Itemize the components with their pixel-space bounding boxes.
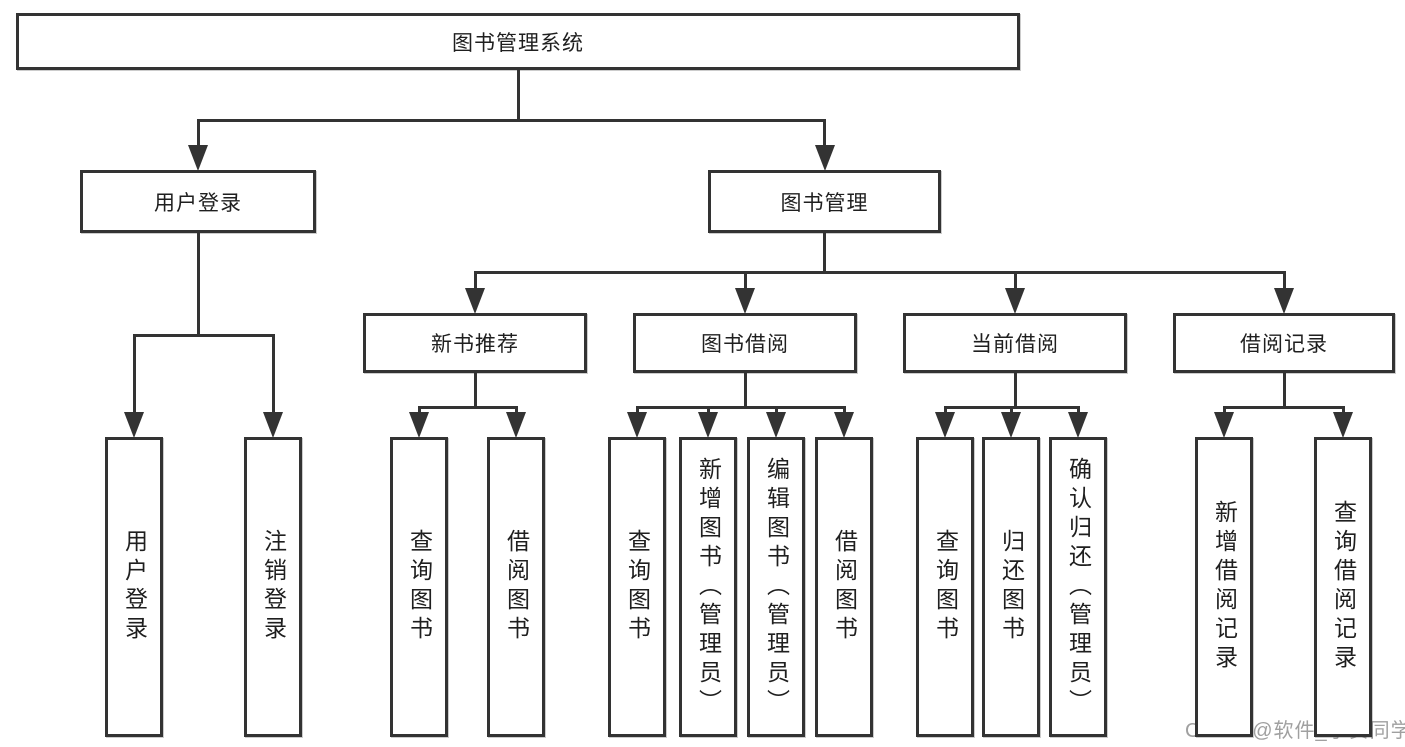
connector-vertical-line bbox=[1009, 407, 1013, 415]
connector-vertical-line bbox=[473, 272, 477, 291]
connector-horizontal-line bbox=[196, 118, 826, 122]
node-leaf-query-book-3: 查询图书 bbox=[916, 437, 974, 737]
connector-vertical-line bbox=[196, 120, 200, 148]
node-label-leaf-user-login: 用户登录 bbox=[121, 529, 148, 645]
node-label-new-book-rec: 新书推荐 bbox=[431, 333, 519, 356]
connector-vertical-line bbox=[635, 407, 639, 415]
node-leaf-borrow-book-1: 借阅图书 bbox=[487, 437, 545, 737]
node-label-book-mgmt: 图书管理 bbox=[780, 191, 869, 215]
arrowhead-down-icon bbox=[698, 412, 718, 438]
node-label-leaf-borrow-book-1: 借阅图书 bbox=[503, 529, 530, 645]
node-label-leaf-query-record: 查询借阅记录 bbox=[1330, 500, 1357, 674]
node-label-root: 图书管理系统 bbox=[452, 31, 584, 55]
arrowhead-down-icon bbox=[1001, 412, 1021, 438]
connector-horizontal-line bbox=[473, 270, 1286, 274]
arrowhead-down-icon bbox=[1214, 412, 1234, 438]
arrowhead-down-icon bbox=[263, 412, 283, 438]
connector-horizontal-line bbox=[417, 405, 518, 409]
arrowhead-down-icon bbox=[188, 145, 208, 171]
connector-vertical-line bbox=[1282, 373, 1286, 407]
connector-vertical-line bbox=[196, 233, 200, 335]
node-label-user-login: 用户登录 bbox=[154, 191, 242, 215]
node-label-leaf-query-book-1: 查询图书 bbox=[406, 529, 433, 645]
connector-vertical-line bbox=[514, 407, 518, 415]
node-book-mgmt: 图书管理 bbox=[708, 170, 941, 233]
node-root: 图书管理系统 bbox=[16, 13, 1020, 70]
connector-vertical-line bbox=[473, 373, 477, 407]
arrowhead-down-icon bbox=[834, 412, 854, 438]
connector-vertical-line bbox=[774, 407, 778, 415]
node-current-borrow: 当前借阅 bbox=[903, 313, 1127, 373]
arrowhead-down-icon bbox=[465, 288, 485, 314]
node-label-leaf-query-book-3: 查询图书 bbox=[932, 529, 959, 645]
node-new-book-rec: 新书推荐 bbox=[363, 313, 587, 373]
node-leaf-edit-book: 编辑图书（管理员） bbox=[747, 437, 805, 737]
node-user-login: 用户登录 bbox=[80, 170, 316, 233]
node-leaf-user-login: 用户登录 bbox=[105, 437, 163, 737]
arrowhead-down-icon bbox=[814, 145, 835, 171]
connector-horizontal-line bbox=[132, 333, 275, 337]
arrowhead-down-icon bbox=[766, 412, 786, 438]
node-label-leaf-add-record: 新增借阅记录 bbox=[1211, 500, 1238, 674]
connector-vertical-line bbox=[417, 407, 421, 415]
arrowhead-down-icon bbox=[627, 412, 647, 438]
node-leaf-confirm-return: 确认归还（管理员） bbox=[1049, 437, 1107, 737]
connector-vertical-line bbox=[1013, 272, 1017, 291]
node-leaf-borrow-book-2: 借阅图书 bbox=[815, 437, 873, 737]
connector-vertical-line bbox=[1076, 407, 1080, 415]
connector-vertical-line bbox=[943, 407, 947, 415]
node-label-leaf-borrow-book-2: 借阅图书 bbox=[831, 529, 858, 645]
node-leaf-add-record: 新增借阅记录 bbox=[1195, 437, 1253, 737]
arrowhead-down-icon bbox=[1068, 412, 1088, 438]
arrowhead-down-icon bbox=[409, 412, 429, 438]
connector-vertical-line bbox=[743, 272, 747, 291]
connector-vertical-line bbox=[706, 407, 710, 415]
node-label-borrow-record: 借阅记录 bbox=[1240, 333, 1328, 356]
arrowhead-down-icon bbox=[124, 412, 144, 438]
node-book-borrow: 图书借阅 bbox=[633, 313, 857, 373]
node-label-book-borrow: 图书借阅 bbox=[701, 333, 789, 356]
node-leaf-query-record: 查询借阅记录 bbox=[1314, 437, 1372, 737]
connector-vertical-line bbox=[1341, 407, 1345, 415]
arrowhead-down-icon bbox=[935, 412, 955, 438]
connector-vertical-line bbox=[823, 233, 826, 272]
connector-vertical-line bbox=[842, 407, 846, 415]
arrowhead-down-icon bbox=[1333, 412, 1353, 438]
node-leaf-logout: 注销登录 bbox=[244, 437, 302, 737]
connector-vertical-line bbox=[743, 373, 747, 407]
arrowhead-down-icon bbox=[1005, 288, 1025, 314]
connector-horizontal-line bbox=[1222, 405, 1345, 409]
connector-vertical-line bbox=[132, 335, 136, 415]
node-label-leaf-add-book: 新增图书（管理员） bbox=[695, 456, 722, 718]
node-borrow-record: 借阅记录 bbox=[1173, 313, 1395, 373]
connector-vertical-line bbox=[271, 335, 275, 415]
node-label-leaf-confirm-return: 确认归还（管理员） bbox=[1065, 456, 1092, 718]
connector-vertical-line bbox=[1013, 373, 1017, 407]
arrowhead-down-icon bbox=[506, 412, 526, 438]
arrowhead-down-icon bbox=[735, 288, 755, 314]
node-leaf-query-book-1: 查询图书 bbox=[390, 437, 448, 737]
node-label-leaf-logout: 注销登录 bbox=[260, 529, 287, 645]
node-leaf-query-book-2: 查询图书 bbox=[608, 437, 666, 737]
connector-vertical-line bbox=[516, 70, 520, 120]
node-label-leaf-query-book-2: 查询图书 bbox=[624, 529, 651, 645]
node-leaf-return-book: 归还图书 bbox=[982, 437, 1040, 737]
node-label-current-borrow: 当前借阅 bbox=[971, 333, 1059, 356]
connector-vertical-line bbox=[1282, 272, 1286, 291]
connector-vertical-line bbox=[823, 120, 826, 148]
node-label-leaf-return-book: 归还图书 bbox=[998, 529, 1025, 645]
node-label-leaf-edit-book: 编辑图书（管理员） bbox=[763, 456, 790, 718]
connector-vertical-line bbox=[1222, 407, 1226, 415]
arrowhead-down-icon bbox=[1274, 288, 1294, 314]
connector-horizontal-line bbox=[635, 405, 846, 409]
node-leaf-add-book: 新增图书（管理员） bbox=[679, 437, 737, 737]
